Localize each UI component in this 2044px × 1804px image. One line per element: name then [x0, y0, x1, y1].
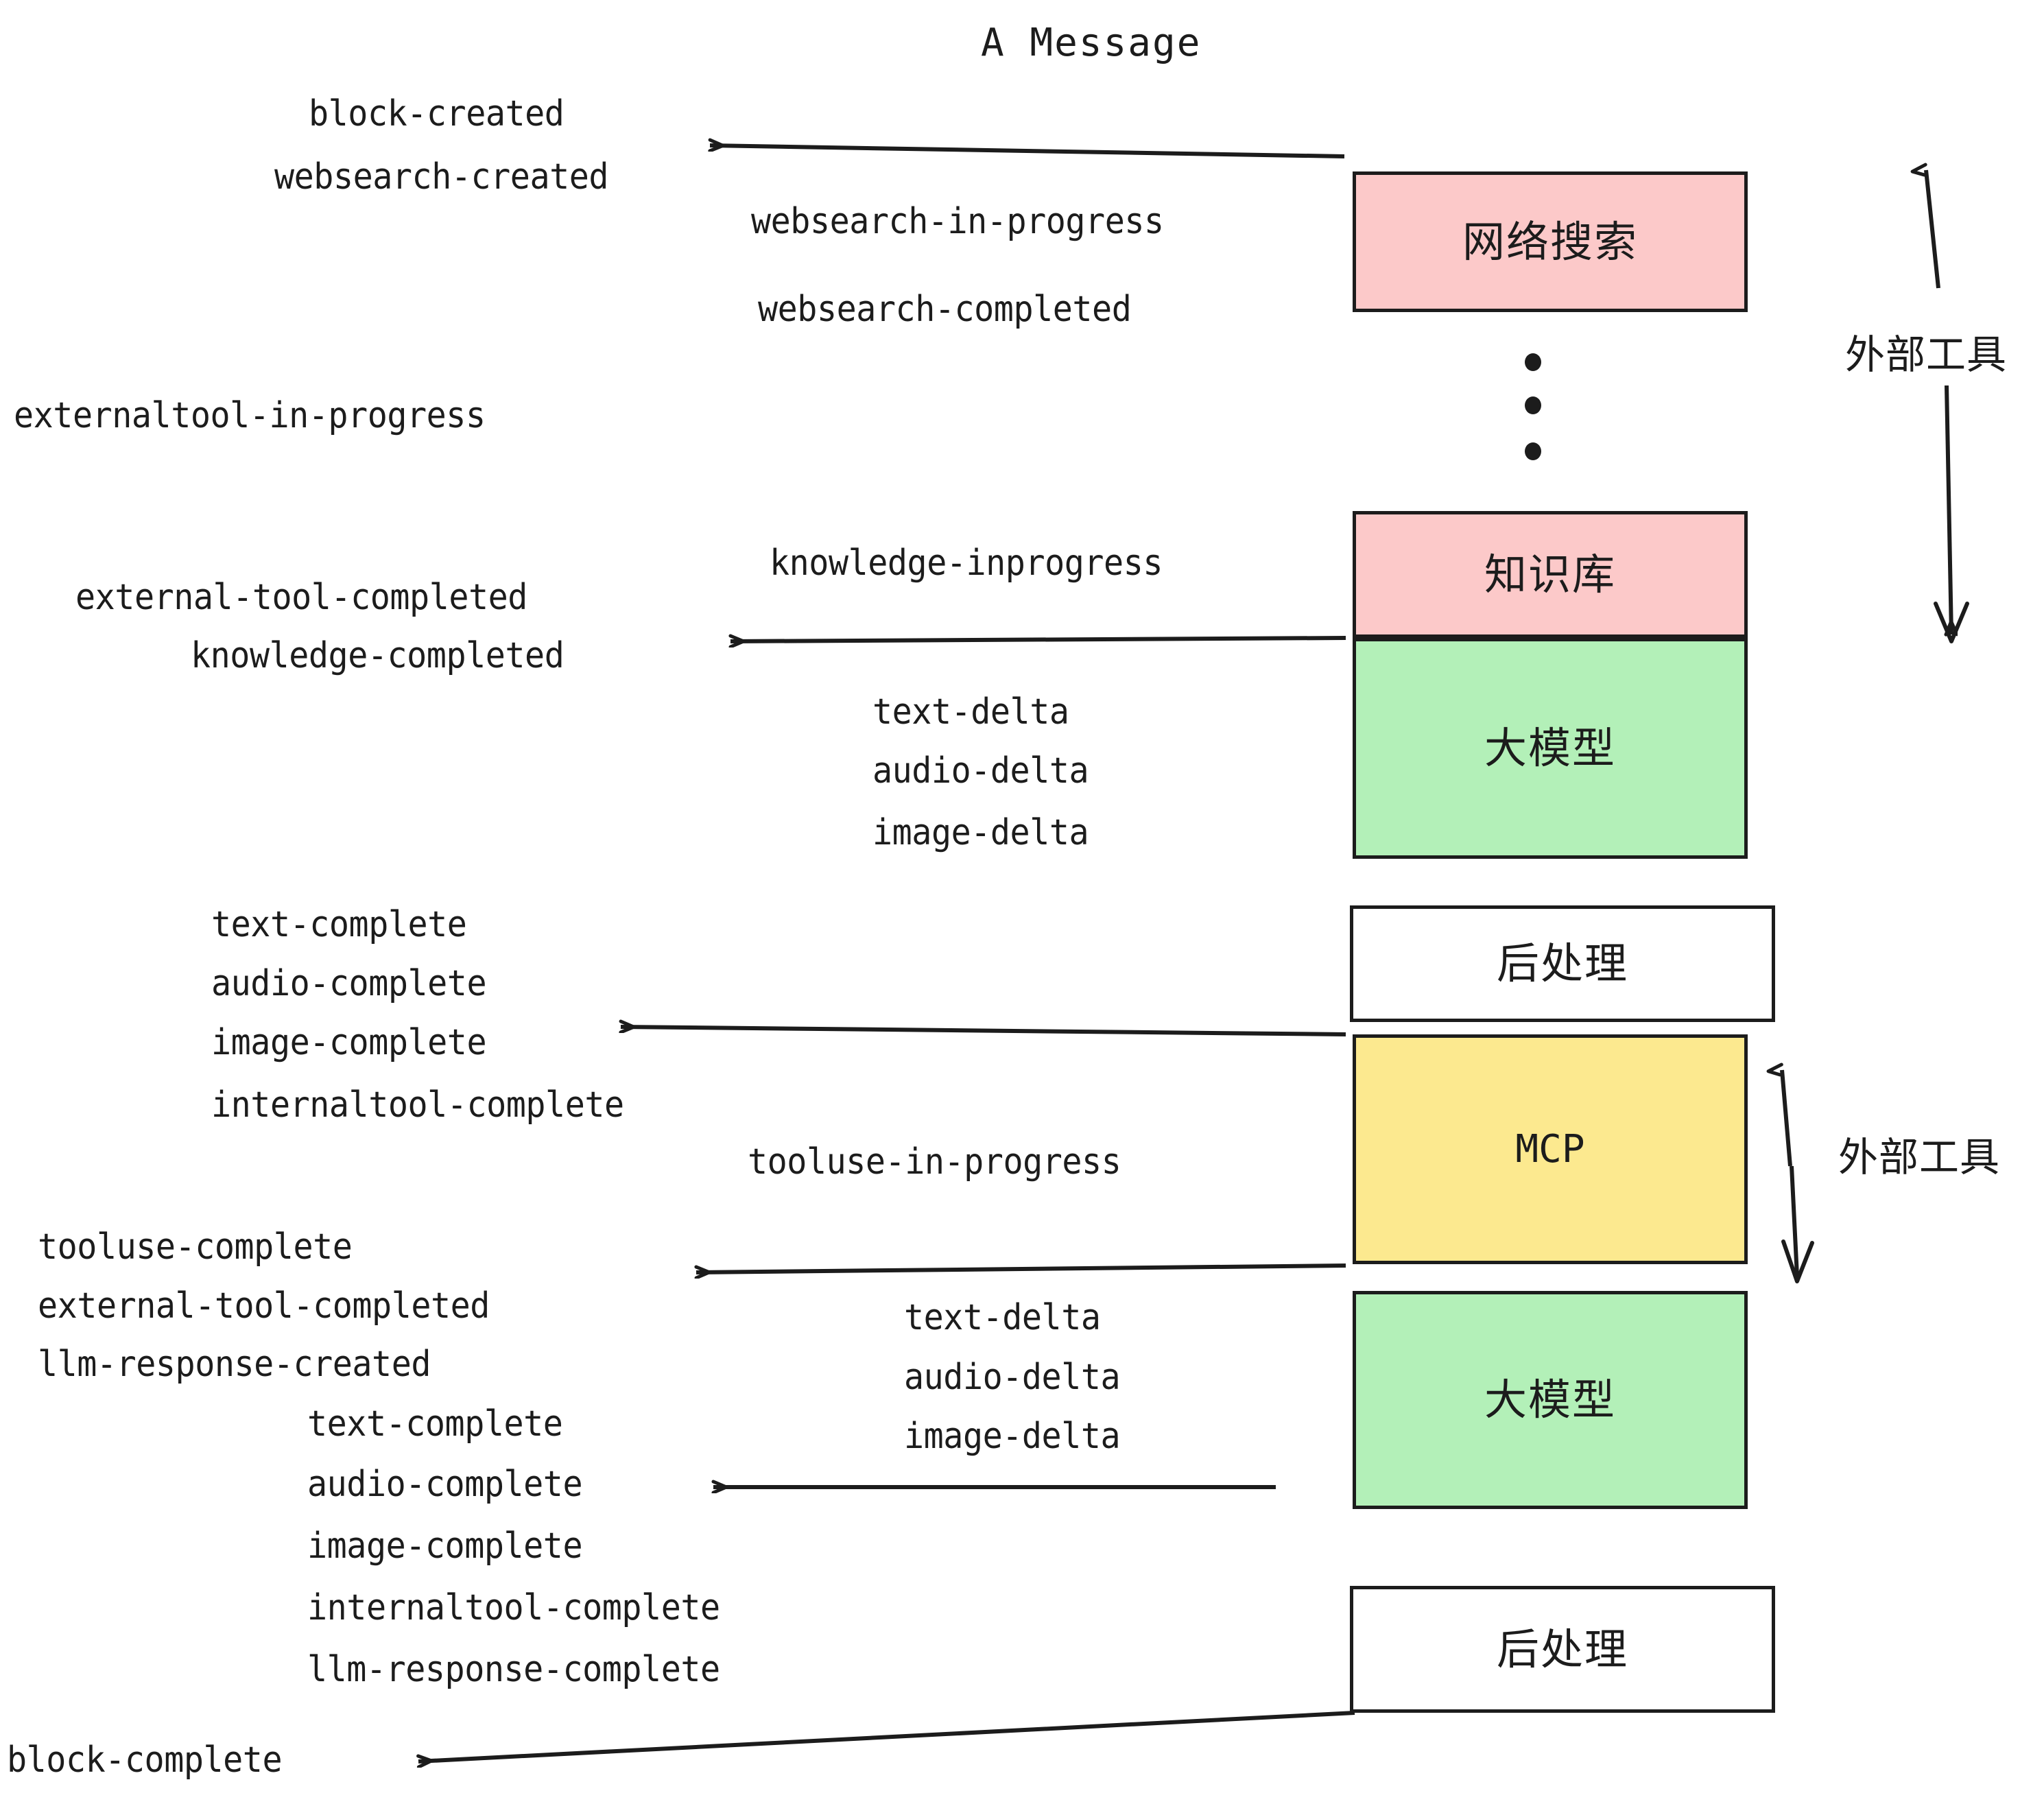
- box-websearch-label: 网络搜索: [1462, 216, 1638, 267]
- event-websearch-completed: websearch-completed: [758, 289, 1132, 330]
- event-websearch-in-progress: websearch-in-progress: [751, 201, 1164, 242]
- box-postprocess-second-label: 后处理: [1496, 1624, 1628, 1674]
- event-audio-complete-2: audio-complete: [307, 1464, 583, 1505]
- arrow-knowledge-to-completed: [730, 638, 1346, 641]
- event-knowledge-inprogress: knowledge-inprogress: [770, 543, 1163, 584]
- box-postprocess-first[interactable]: 后处理: [1350, 905, 1775, 1022]
- event-audio-delta-1: audio-delta: [872, 750, 1089, 792]
- event-externaltool-in-progress: externaltool-in-progress: [14, 395, 486, 436]
- box-llm-second-label: 大模型: [1484, 1375, 1616, 1425]
- event-image-complete-1: image-complete: [211, 1022, 487, 1063]
- box-postprocess-first-label: 后处理: [1496, 938, 1628, 988]
- event-tooluse-in-progress: tooluse-in-progress: [748, 1141, 1121, 1183]
- event-internaltool-complete-1: internaltool-complete: [211, 1084, 624, 1126]
- event-image-delta-2: image-delta: [904, 1416, 1121, 1457]
- event-text-delta-2: text-delta: [904, 1297, 1101, 1338]
- event-image-complete-2: image-complete: [307, 1526, 583, 1567]
- ellipsis-dot-2: [1525, 396, 1541, 414]
- event-text-complete-2: text-complete: [307, 1403, 563, 1445]
- side-label-external-tool-top: 外部工具: [1845, 331, 2008, 378]
- bracket-external-tool-top: [1926, 170, 1969, 643]
- box-postprocess-second[interactable]: 后处理: [1350, 1586, 1775, 1713]
- box-websearch[interactable]: 网络搜索: [1353, 171, 1748, 312]
- arrow-mcp-to-tooluse-complete: [696, 1263, 1346, 1272]
- event-text-complete-1: text-complete: [211, 904, 467, 945]
- event-block-created: block-created: [309, 93, 565, 134]
- event-external-tool-completed-1: external-tool-completed: [75, 577, 527, 618]
- box-llm-second[interactable]: 大模型: [1353, 1291, 1748, 1509]
- event-internaltool-complete-2: internaltool-complete: [307, 1587, 720, 1628]
- box-llm-first[interactable]: 大模型: [1353, 638, 1748, 859]
- event-tooluse-complete: tooluse-complete: [38, 1226, 353, 1268]
- bracket-external-tool-bottom: [1782, 1070, 1814, 1283]
- event-image-delta-1: image-delta: [872, 812, 1089, 853]
- event-llm-response-created: llm-response-created: [38, 1344, 431, 1385]
- event-llm-response-complete: llm-response-complete: [307, 1649, 720, 1690]
- event-websearch-created: websearch-created: [274, 156, 609, 198]
- arrow-postprocess-to-image-complete: [621, 1027, 1346, 1036]
- box-knowledge[interactable]: 知识库: [1353, 511, 1748, 638]
- box-llm-first-label: 大模型: [1484, 723, 1616, 773]
- event-audio-complete-1: audio-complete: [211, 963, 487, 1004]
- box-mcp[interactable]: MCP: [1353, 1034, 1748, 1264]
- ellipsis-dot-1: [1525, 353, 1541, 371]
- event-knowledge-completed: knowledge-completed: [191, 635, 565, 676]
- event-block-complete: block-complete: [7, 1740, 283, 1781]
- ellipsis-dot-3: [1525, 442, 1541, 460]
- event-text-delta-1: text-delta: [872, 691, 1069, 733]
- arrow-postprocess-to-block-complete: [418, 1711, 1355, 1761]
- arrow-websearch-to-created: [710, 145, 1345, 158]
- page-title: A Message: [981, 21, 1202, 65]
- event-audio-delta-2: audio-delta: [904, 1357, 1121, 1398]
- box-mcp-label: MCP: [1515, 1126, 1585, 1172]
- side-label-external-tool-bottom: 外部工具: [1838, 1134, 2001, 1180]
- box-knowledge-label: 知识库: [1484, 549, 1616, 600]
- event-external-tool-completed-2: external-tool-completed: [38, 1285, 490, 1327]
